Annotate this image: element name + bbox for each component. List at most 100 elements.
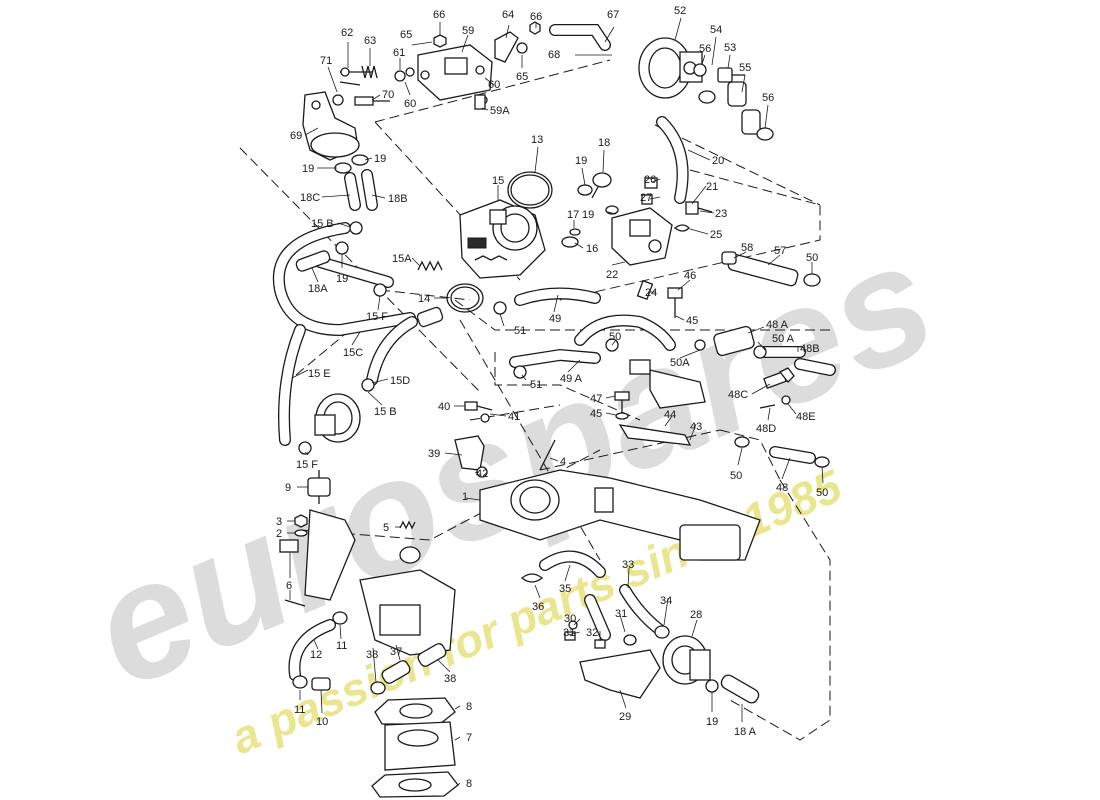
label-38: 38 — [366, 649, 378, 661]
label-17: 17 — [567, 209, 579, 221]
label-65-b: 65 — [516, 71, 528, 83]
part-62-63-bolt-spring — [339, 65, 378, 86]
part-2-3-nut-washer — [294, 514, 308, 537]
part-46-24-fasteners — [636, 279, 683, 318]
label-71: 71 — [320, 55, 332, 67]
part-18A-lower-hose — [705, 674, 760, 704]
part-57-58-connector — [721, 251, 821, 287]
label-46: 46 — [684, 270, 696, 282]
label-60: 60 — [488, 79, 500, 91]
label-50A-b: 50A — [670, 357, 690, 369]
part-22-control-valve — [611, 207, 673, 266]
label-66: 66 — [433, 9, 445, 21]
label-3: 3 — [276, 516, 282, 528]
label-50-d: 50 — [816, 487, 828, 499]
label-62: 62 — [341, 27, 353, 39]
label-61: 61 — [393, 47, 405, 59]
part-67-pipe — [549, 24, 611, 51]
label-42: 42 — [476, 468, 488, 480]
label-49A: 49 A — [560, 373, 583, 385]
part-7-8-flange-gaskets — [371, 697, 459, 798]
label-51-b: 51 — [530, 379, 542, 391]
part-29-bracket — [579, 649, 661, 699]
label-14: 14 — [418, 293, 430, 305]
label-19-b: 19 — [374, 153, 386, 165]
part-13-o-ring — [507, 171, 553, 209]
part-40-41-bolt — [464, 401, 493, 423]
label-39: 39 — [428, 448, 440, 460]
label-45: 45 — [686, 315, 698, 327]
part-43-44-bracket — [618, 359, 706, 446]
label-23: 23 — [715, 208, 727, 220]
label-64: 64 — [502, 9, 514, 21]
label-49: 49 — [549, 313, 561, 325]
part-36-gasket — [520, 573, 544, 583]
label-7: 7 — [466, 732, 472, 744]
part-5-spring — [399, 520, 416, 530]
label-31: 31 — [615, 608, 627, 620]
label-5: 5 — [383, 522, 389, 534]
part-12-hose-left — [288, 611, 348, 691]
label-15D: 15D — [390, 375, 410, 387]
label-68: 68 — [548, 49, 560, 61]
part-48A-fuel-filter — [694, 325, 806, 359]
part-30-32-small-parts — [564, 620, 606, 649]
label-21: 21 — [706, 181, 718, 193]
label-48: 48 — [776, 482, 788, 494]
part-14-o-ring — [446, 283, 484, 313]
part-48-hose-right — [734, 436, 830, 468]
label-50-b: 50 — [609, 331, 621, 343]
label-69: 69 — [290, 130, 302, 142]
label-11: 11 — [336, 640, 347, 652]
label-48B: 48B — [800, 343, 820, 355]
label-30: 30 — [564, 613, 576, 625]
label-9: 9 — [285, 482, 291, 494]
part-52-vacuum-booster — [638, 37, 703, 99]
label-47: 47 — [590, 393, 602, 405]
label-15E: 15 E — [308, 368, 331, 380]
part-35-hose — [539, 550, 606, 578]
part-39-bracket — [454, 435, 485, 471]
part-18B-18C-hoses — [334, 154, 378, 211]
part-59-bracket — [417, 44, 493, 101]
label-59A: 59A — [490, 105, 510, 117]
part-38-sleeves — [370, 643, 447, 695]
label-18: 18 — [598, 137, 610, 149]
label-1: 1 — [462, 491, 468, 503]
label-19-d: 19 — [582, 209, 594, 221]
label-48D: 48D — [756, 423, 776, 435]
label-27: 27 — [640, 192, 652, 204]
part-20-hose — [656, 116, 689, 204]
label-33: 33 — [622, 559, 634, 571]
label-8-b: 8 — [466, 778, 472, 790]
label-12: 12 — [310, 649, 322, 661]
label-15: 15 — [492, 175, 504, 187]
label-2: 2 — [276, 528, 282, 540]
label-40: 40 — [438, 401, 450, 413]
label-37: 37 — [390, 646, 402, 658]
label-48C: 48C — [728, 389, 748, 401]
label-4: 4 — [560, 456, 566, 468]
label-52: 52 — [674, 5, 686, 17]
part-28-pump — [662, 635, 711, 685]
label-10: 10 — [316, 716, 328, 728]
label-29: 29 — [619, 711, 631, 723]
label-70: 70 — [382, 89, 394, 101]
part-18A-hose — [295, 250, 331, 272]
label-31-b: 31 — [563, 627, 575, 639]
part-6-bracket — [279, 509, 356, 607]
label-54: 54 — [710, 24, 722, 36]
label-19-c: 19 — [575, 155, 587, 167]
label-56-b: 56 — [762, 92, 774, 104]
label-56: 56 — [699, 43, 711, 55]
label-18B: 18B — [388, 193, 408, 205]
part-15B-15F-hose-loop — [272, 222, 418, 446]
label-19: 19 — [302, 163, 314, 175]
part-37-lower-manifold — [359, 546, 456, 656]
label-19-f: 19 — [706, 716, 718, 728]
label-38-b: 38 — [444, 673, 456, 685]
part-59A-sleeve — [474, 94, 486, 110]
label-48E: 48E — [796, 411, 816, 423]
label-55: 55 — [739, 62, 751, 74]
